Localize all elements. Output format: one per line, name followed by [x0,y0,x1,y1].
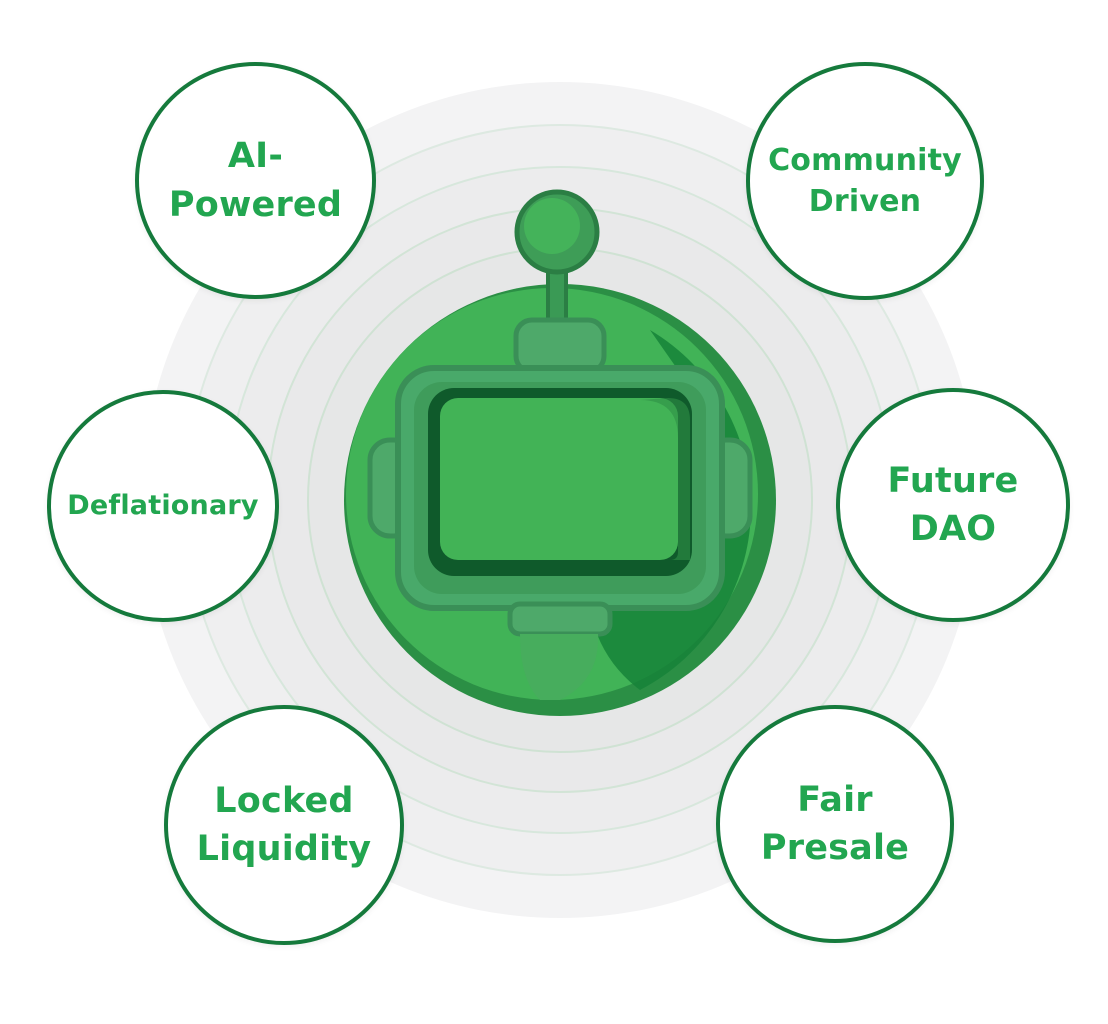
feature-community-driven: Community Driven [746,62,984,300]
feature-fair-presale: Fair Presale [716,705,954,943]
head-top [513,317,607,375]
feature-locked-liquidity: Locked Liquidity [164,705,404,945]
feature-label: AI- Powered [168,136,343,225]
feature-deflationary: Deflationary [47,390,279,622]
robot-icon [344,189,776,716]
feature-label: Future DAO [887,460,1019,549]
neck [507,601,613,637]
feature-future-dao: Future DAO [836,388,1070,622]
body [520,634,599,700]
feature-label: Fair Presale [760,779,910,868]
feature-label: Locked Liquidity [196,780,372,869]
antenna-ball [524,198,580,254]
feature-label: Deflationary [67,490,259,522]
screen [440,398,678,560]
feature-ai-powered: AI- Powered [135,62,376,299]
screen-edge [640,398,690,560]
feature-label: Community Driven [768,142,962,219]
